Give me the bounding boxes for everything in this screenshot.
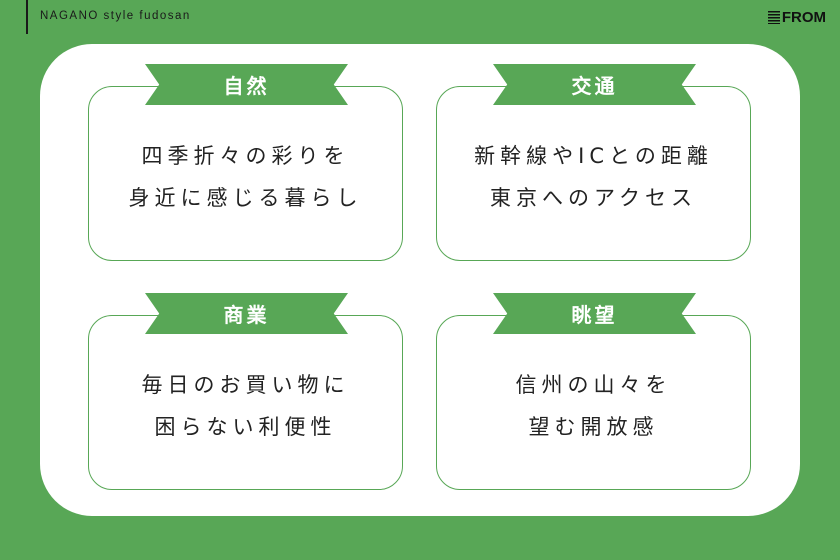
ribbon-nature: 自然 — [145, 64, 348, 105]
menu-lines-icon — [767, 11, 780, 24]
card-line: 望む開放感 — [528, 414, 659, 439]
logo-text: FROM — [781, 9, 826, 26]
feature-card-transport: 新幹線やICとの距離 東京へのアクセス — [436, 86, 751, 261]
card-line: 東京へのアクセス — [490, 185, 697, 210]
header-divider — [26, 0, 28, 34]
card-line: 四季折々の彩りを — [141, 143, 350, 168]
feature-card-view: 信州の山々を 望む開放感 — [436, 315, 751, 490]
ribbon-transport: 交通 — [493, 64, 696, 105]
ribbon-commerce: 商業 — [145, 293, 348, 334]
site-name: NAGANO style fudosan — [40, 10, 191, 22]
card-line: 毎日のお買い物に — [141, 372, 350, 397]
feature-card-nature: 四季折々の彩りを 身近に感じる暮らし — [88, 86, 403, 261]
card-line: 身近に感じる暮らし — [128, 185, 363, 210]
card-line: 困らない利便性 — [154, 414, 337, 439]
brand-logo[interactable]: FROM — [767, 9, 826, 26]
card-line: 新幹線やICとの距離 — [474, 143, 713, 168]
feature-card-commerce: 毎日のお買い物に 困らない利便性 — [88, 315, 403, 490]
card-line: 信州の山々を — [515, 372, 672, 397]
ribbon-view: 眺望 — [493, 293, 696, 334]
